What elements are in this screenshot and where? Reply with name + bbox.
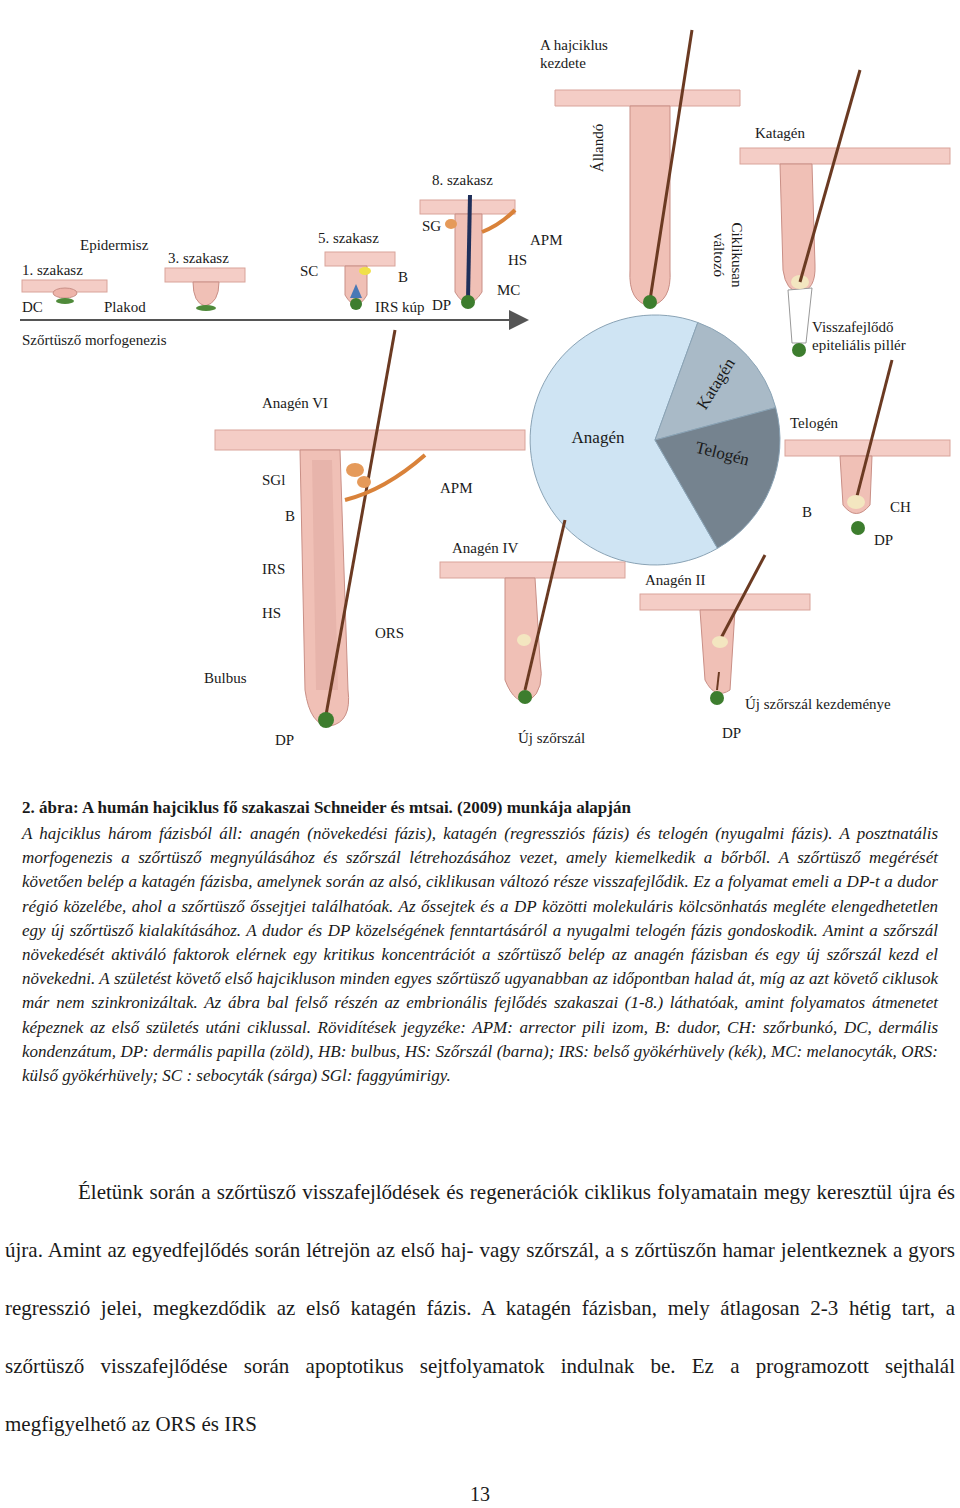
part-label: DP [874, 531, 893, 549]
part-label: CH [890, 498, 911, 516]
caption-text: A hajciklus három fázisból áll: anagén (… [22, 822, 938, 1088]
part-label: SGl [262, 471, 285, 489]
part-label: DP [722, 724, 741, 742]
part-label: Szőrtüsző morfogenezis [22, 331, 167, 349]
hair-cycle-illustration [0, 0, 960, 790]
pie-sector: Anagén [568, 426, 629, 450]
part-label: IRS kúp [375, 298, 425, 316]
part-label: Visszafejlődő epiteliális pillér [812, 318, 922, 354]
part-label: SC [300, 262, 318, 280]
body-text: Életünk során a szőrtüsző visszafejlődés… [5, 1163, 955, 1453]
part-label: HS [262, 604, 281, 622]
phase-label: Anagén II [645, 571, 705, 589]
part-label: DP [275, 731, 294, 749]
part-label: APM [530, 231, 563, 249]
stage-label: 8. szakasz [432, 171, 493, 189]
figure-caption-title: 2. ábra: A humán hajciklus fő szakaszai … [22, 797, 631, 819]
bracket-label: Ciklikusan változó [709, 208, 745, 303]
phase-label: Anagén IV [452, 539, 518, 557]
part-label: HS [508, 251, 527, 269]
part-label: Epidermisz [80, 236, 148, 254]
part-label: B [398, 268, 408, 286]
stage-label: 3. szakasz [168, 249, 229, 267]
stage-label: 1. szakasz [22, 261, 83, 279]
part-label: SG [422, 217, 441, 235]
part-label: Plakod [104, 298, 146, 316]
part-label: B [802, 503, 812, 521]
phase-label: Katagén [755, 124, 805, 142]
part-label: ORS [375, 624, 404, 642]
part-label: Bulbus [204, 669, 247, 687]
part-label: DP [432, 296, 451, 314]
part-label: B [285, 507, 295, 525]
stage-label: 5. szakasz [318, 229, 379, 247]
phase-label: Telogén [790, 414, 838, 432]
bracket-label: Állandó [589, 124, 607, 172]
part-label: Új szőrszál [518, 729, 585, 747]
sector-label: Anagén [572, 428, 625, 448]
part-label: MC [497, 281, 520, 299]
part-label: Új szőrszál kezdeménye [745, 695, 891, 713]
part-label: APM [440, 479, 473, 497]
phase-label: Anagén VI [262, 394, 328, 412]
part-label: A hajciklus kezdete [540, 36, 640, 72]
part-label: DC [22, 298, 43, 316]
part-label: IRS [262, 560, 285, 578]
page-number: 13 [0, 1482, 960, 1506]
